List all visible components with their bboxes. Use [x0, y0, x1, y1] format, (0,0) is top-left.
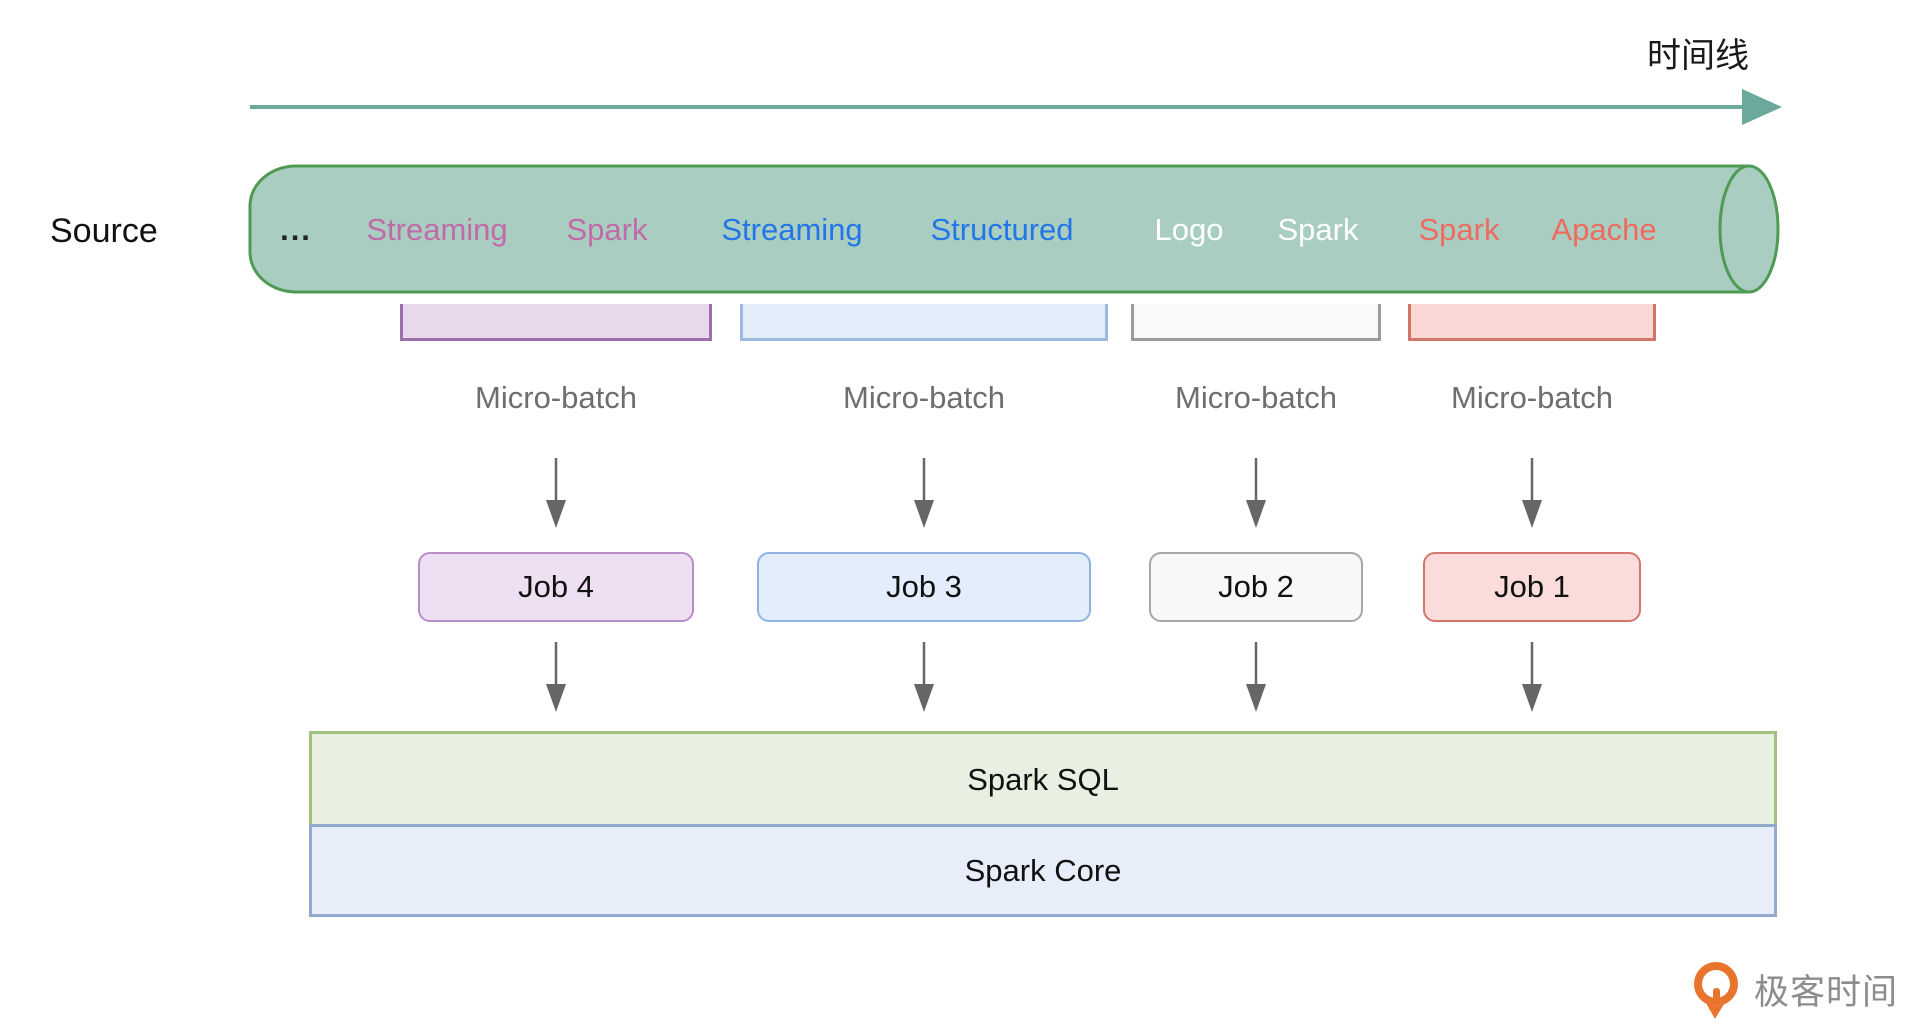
batch-box-2 [1131, 304, 1381, 341]
job-box-2: Job 2 [1149, 552, 1363, 622]
batch-box-1 [1408, 304, 1656, 341]
down-arrow-icon [546, 642, 566, 712]
micro-batch-label-4: Micro-batch [475, 380, 637, 415]
source-label: Source [50, 212, 158, 250]
spark-core-layer: Spark Core [309, 824, 1777, 917]
stream-word-structured: Structured [930, 212, 1074, 247]
source-stream-cylinder [248, 164, 1780, 294]
batch-box-3 [740, 304, 1108, 341]
micro-batch-label-1: Micro-batch [1451, 380, 1613, 415]
spark-core-label: Spark Core [964, 852, 1122, 888]
down-arrow-icon [1246, 642, 1266, 712]
stream-word-apache: Apache [1551, 212, 1657, 247]
brand-name: 极客时间 [1754, 972, 1899, 1012]
down-arrow-icon [546, 458, 566, 528]
stream-word-spark-2: Spark [1277, 212, 1359, 247]
down-arrow-icon [1522, 458, 1542, 528]
spark-sql-label: Spark SQL [967, 761, 1119, 797]
job-box-3: Job 3 [757, 552, 1091, 622]
down-arrow-icon [1522, 642, 1542, 712]
timeline-label: 时间线 [1647, 37, 1749, 75]
micro-batch-label-3: Micro-batch [843, 380, 1005, 415]
job-box-4: Job 4 [418, 552, 694, 622]
brand-footer: 极客时间 [1688, 958, 1898, 1020]
down-arrow-icon [914, 458, 934, 528]
stream-word-ellipsis: ... [280, 212, 312, 247]
stream-word-logo: Logo [1154, 212, 1224, 247]
down-arrow-icon [914, 642, 934, 712]
micro-batch-label-2: Micro-batch [1175, 380, 1337, 415]
spark-sql-layer: Spark SQL [309, 731, 1777, 825]
stream-word-spark-3: Spark [1418, 212, 1500, 247]
stream-word-spark-1: Spark [566, 212, 648, 247]
job-box-1: Job 1 [1423, 552, 1641, 622]
stream-word-streaming-1: Streaming [366, 212, 508, 247]
geektime-logo-icon [1694, 962, 1738, 1019]
down-arrow-icon [1246, 458, 1266, 528]
batch-box-4 [400, 304, 712, 341]
stream-word-streaming-2: Streaming [721, 212, 863, 247]
timeline-arrow-icon [250, 89, 1782, 125]
